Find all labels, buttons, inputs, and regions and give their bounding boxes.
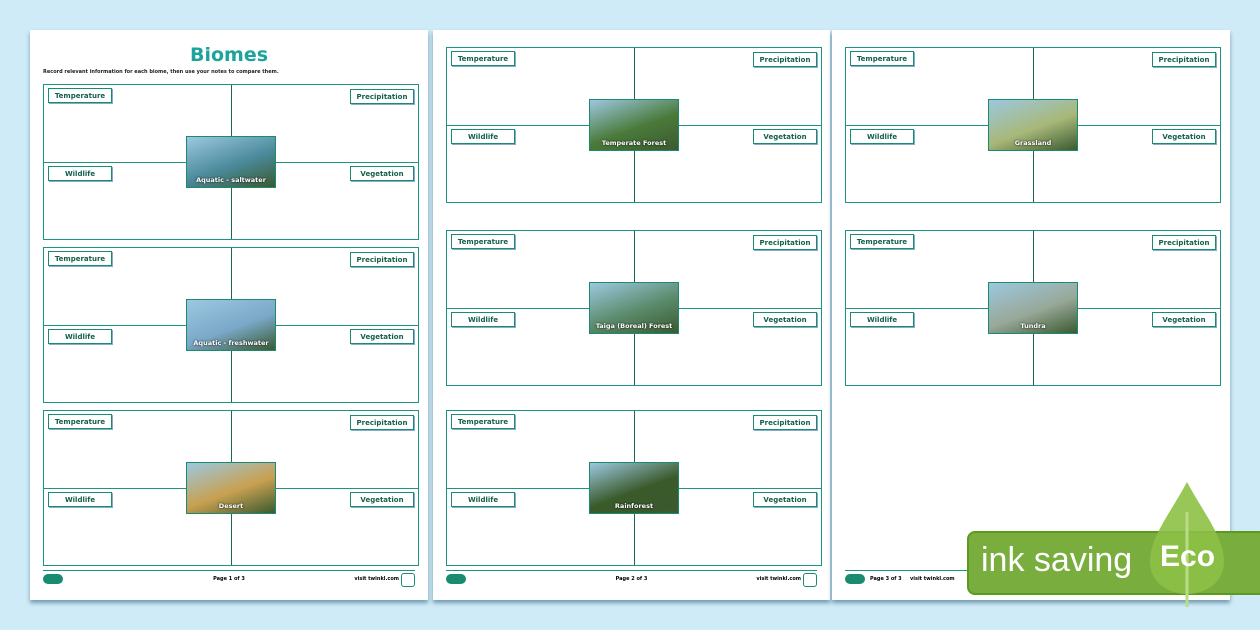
ink-saving-text: ink saving: [981, 541, 1133, 579]
biome-name: Rainforest: [614, 502, 654, 510]
label-vegetation: Vegetation: [753, 492, 817, 507]
twinkl-badge-icon: [803, 573, 817, 587]
biome-image: Rainforest: [589, 462, 679, 514]
leaf-icon: [1150, 482, 1224, 607]
label-vegetation: Vegetation: [1152, 129, 1216, 144]
twinkl-badge-icon: [401, 573, 415, 587]
label-vegetation: Vegetation: [753, 129, 817, 144]
label-wildlife: Wildlife: [850, 129, 914, 144]
biome-name: Aquatic - saltwater: [196, 176, 266, 184]
label-temperature: Temperature: [48, 414, 112, 429]
label-wildlife: Wildlife: [48, 329, 112, 344]
page-footer: Page 1 of 3 visit twinkl.com: [43, 570, 415, 591]
label-precipitation: Precipitation: [753, 52, 817, 67]
page-footer: Page 2 of 3 visit twinkl.com: [446, 570, 817, 591]
instructions: Record relevant information for each bio…: [43, 69, 279, 75]
label-vegetation: Vegetation: [350, 492, 414, 507]
label-temperature: Temperature: [451, 234, 515, 249]
label-precipitation: Precipitation: [753, 235, 817, 250]
label-precipitation: Precipitation: [350, 415, 414, 430]
biome-name: Aquatic - freshwater: [193, 339, 269, 347]
page-title: Biomes: [189, 44, 269, 66]
biome-image: Desert: [186, 462, 276, 514]
label-precipitation: Precipitation: [350, 252, 414, 267]
label-precipitation: Precipitation: [350, 89, 414, 104]
label-wildlife: Wildlife: [48, 166, 112, 181]
biome-image: Tundra: [988, 282, 1078, 334]
biome-name: Taiga (Boreal) Forest: [595, 322, 673, 330]
footer-url: visit twinkl.com: [910, 576, 955, 582]
page-number: Page 2 of 3: [615, 576, 648, 582]
page-number: Page 3 of 3: [870, 576, 902, 582]
label-temperature: Temperature: [850, 51, 914, 66]
label-wildlife: Wildlife: [48, 492, 112, 507]
biome-name: Temperate Forest: [601, 139, 667, 147]
label-wildlife: Wildlife: [451, 312, 515, 327]
label-vegetation: Vegetation: [350, 329, 414, 344]
label-wildlife: Wildlife: [451, 492, 515, 507]
label-precipitation: Precipitation: [1152, 52, 1216, 67]
label-wildlife: Wildlife: [850, 312, 914, 327]
twinkl-logo: [43, 574, 63, 584]
biome-image: Temperate Forest: [589, 99, 679, 151]
biome-image: Grassland: [988, 99, 1078, 151]
twinkl-logo: [845, 574, 865, 584]
label-wildlife: Wildlife: [451, 129, 515, 144]
label-vegetation: Vegetation: [1152, 312, 1216, 327]
label-precipitation: Precipitation: [753, 415, 817, 430]
label-vegetation: Vegetation: [350, 166, 414, 181]
biome-name: Grassland: [1014, 139, 1052, 147]
biome-image: Aquatic - saltwater: [186, 136, 276, 188]
label-temperature: Temperature: [48, 251, 112, 266]
label-precipitation: Precipitation: [1152, 235, 1216, 250]
eco-text: Eco: [1160, 540, 1216, 573]
page-number: Page 1 of 3: [213, 576, 245, 582]
biome-name: Tundra: [1020, 322, 1046, 330]
label-vegetation: Vegetation: [753, 312, 817, 327]
biome-image: Taiga (Boreal) Forest: [589, 282, 679, 334]
footer-url: visit twinkl.com: [756, 576, 801, 582]
label-temperature: Temperature: [451, 414, 515, 429]
label-temperature: Temperature: [850, 234, 914, 249]
label-temperature: Temperature: [451, 51, 515, 66]
label-temperature: Temperature: [48, 88, 112, 103]
twinkl-logo: [446, 574, 466, 584]
biome-name: Desert: [218, 502, 244, 510]
biome-image: Aquatic - freshwater: [186, 299, 276, 351]
footer-url: visit twinkl.com: [354, 576, 399, 582]
